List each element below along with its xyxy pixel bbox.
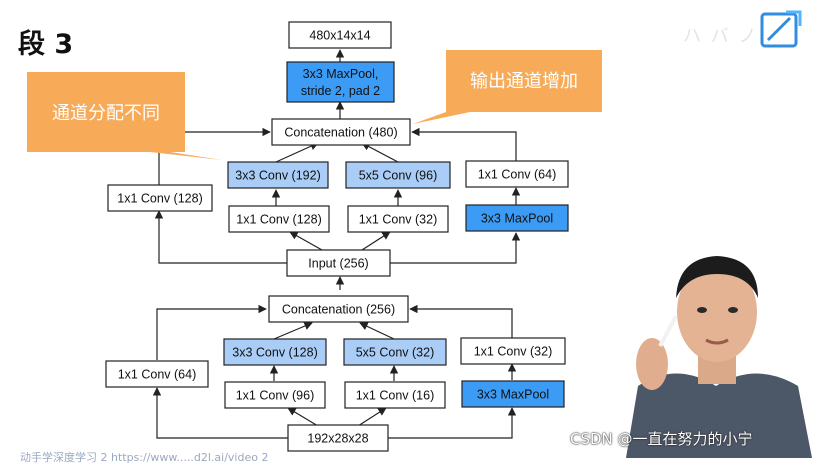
upper-path1-conv-node: 1x1 Conv (128) — [107, 184, 213, 212]
arrow-lower-input-to-path3 — [357, 407, 387, 427]
lower-concat-label: Concatenation (256) — [282, 303, 395, 317]
background-ghost-text: ハ バ ノ — [683, 26, 759, 47]
arrow-lower-input-to-path4 — [388, 407, 517, 439]
upper-maxpool-node: 3x3 MaxPool, stride 2, pad 2 — [286, 61, 395, 103]
lower-arrows — [152, 304, 517, 439]
presenter-face — [677, 262, 757, 362]
slide-title: 段 3 — [18, 29, 74, 60]
callout-right-text: 输出通道增加 — [470, 71, 578, 92]
callout-left: 通道分配不同 — [27, 72, 222, 160]
upper-path4-bottom-node: 3x3 MaxPool — [465, 204, 569, 232]
arrow-lower-input-to-path2 — [287, 407, 319, 427]
arrow-input-to-path4 — [390, 232, 521, 264]
lower-path4-top-node: 1x1 Conv (32) — [460, 337, 566, 365]
upper-path3-bottom-node: 1x1 Conv (32) — [347, 205, 449, 233]
upper-path1-conv-label: 1x1 Conv (128) — [117, 192, 202, 206]
presenter-video — [616, 236, 818, 458]
lower-path4-bottom-node: 3x3 MaxPool — [461, 380, 565, 408]
lower-path1-conv-label: 1x1 Conv (64) — [118, 368, 197, 382]
lower-input-node: 192x28x28 — [287, 424, 389, 452]
upper-path4-top-label: 1x1 Conv (64) — [478, 168, 557, 182]
arrow-lower-input-to-path1 — [152, 387, 288, 439]
callout-right: 输出通道增加 — [413, 50, 602, 124]
upper-path2-top-node: 3x3 Conv (192) — [227, 161, 329, 189]
arrow-input-to-path3 — [361, 231, 391, 251]
upper-path3-top-label: 5x5 Conv (96) — [359, 169, 438, 183]
upper-concat-label: Concatenation (480) — [284, 126, 397, 140]
lower-path2-top-label: 3x3 Conv (128) — [232, 346, 317, 360]
upper-output-node: 480x14x14 — [288, 21, 392, 49]
footer-link-text: 动手学深度学习 2 https://www.....d2l.ai/video 2 — [20, 451, 269, 464]
lower-path3-bottom-label: 1x1 Conv (16) — [356, 389, 435, 403]
arrow-path3-to-concat — [361, 142, 399, 163]
upper-path3-bottom-label: 1x1 Conv (32) — [359, 213, 438, 227]
upper-path2-bottom-label: 1x1 Conv (128) — [236, 213, 321, 227]
arrow-lower-path1-to-concat — [156, 304, 267, 360]
upper-input-node: Input (256) — [286, 249, 391, 277]
presenter-hand — [636, 338, 668, 390]
upper-input-label: Input (256) — [308, 257, 368, 271]
upper-path4-bottom-label: 3x3 MaxPool — [481, 212, 553, 226]
lower-path2-bottom-node: 1x1 Conv (96) — [224, 381, 326, 409]
upper-maxpool-line1: 3x3 MaxPool, — [303, 67, 379, 81]
lower-concat-node: Concatenation (256) — [268, 295, 409, 323]
upper-output-label: 480x14x14 — [309, 29, 370, 43]
presenter-pen — [658, 315, 678, 347]
upper-maxpool-line2: stride 2, pad 2 — [301, 84, 380, 98]
arrow-path2-to-concat — [275, 142, 319, 163]
lower-input-label: 192x28x28 — [307, 432, 368, 446]
csdn-watermark: CSDN @一直在努力的小宁 — [570, 430, 753, 448]
arrow-input-to-path2 — [289, 231, 323, 251]
upper-concat-node: Concatenation (480) — [271, 118, 411, 146]
lower-path3-top-node: 5x5 Conv (32) — [343, 338, 447, 366]
presenter-hair — [676, 256, 758, 298]
lower-path2-top-node: 3x3 Conv (128) — [223, 338, 327, 366]
arrow-lower-path3-to-concat — [359, 322, 395, 340]
presenter-shirt — [626, 373, 812, 458]
lower-path2-bottom-label: 1x1 Conv (96) — [236, 389, 315, 403]
upper-path2-top-label: 3x3 Conv (192) — [235, 169, 320, 183]
arrow-lower-path2-to-concat — [273, 322, 313, 340]
bilibili-logo-icon — [760, 10, 802, 48]
lower-path4-bottom-label: 3x3 MaxPool — [477, 388, 549, 402]
lower-path1-conv-node: 1x1 Conv (64) — [105, 360, 209, 388]
callout-left-text: 通道分配不同 — [52, 103, 160, 124]
arrow-lower-path4-to-concat — [409, 304, 513, 338]
upper-path2-bottom-node: 1x1 Conv (128) — [228, 205, 330, 233]
upper-path4-top-node: 1x1 Conv (64) — [465, 160, 569, 188]
lower-path3-bottom-node: 1x1 Conv (16) — [344, 381, 446, 409]
arrow-path4-to-concat — [411, 127, 517, 162]
upper-path3-top-node: 5x5 Conv (96) — [345, 161, 451, 189]
arrow-input-to-path1 — [154, 210, 287, 264]
lower-path4-top-label: 1x1 Conv (32) — [474, 345, 553, 359]
lower-path3-top-label: 5x5 Conv (32) — [356, 346, 435, 360]
